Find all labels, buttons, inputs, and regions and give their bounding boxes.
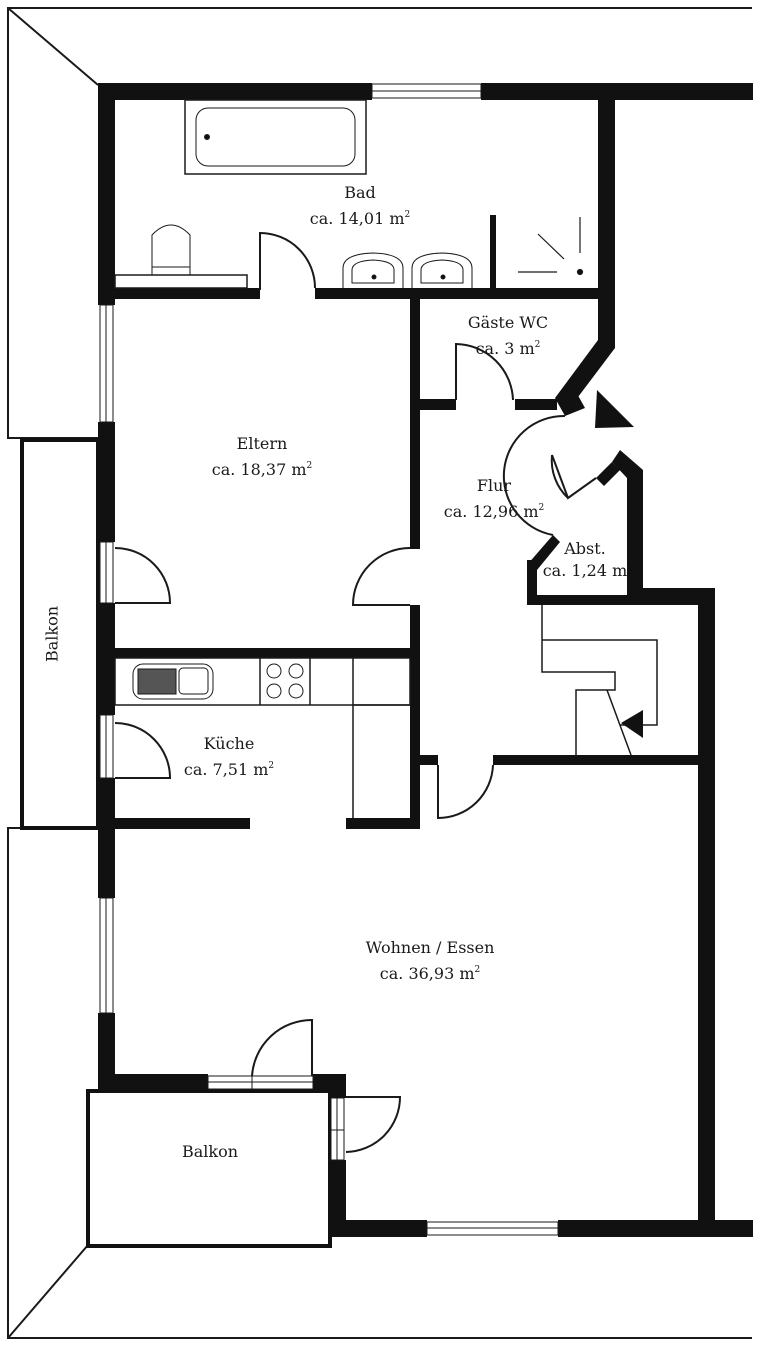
room-label-gaeste-wc: Gäste WC ca. 3 m2 (467, 313, 549, 358)
kitchen-counter (114, 657, 411, 818)
shower (518, 217, 584, 276)
room-label-flur: Flur ca. 12,96 m2 (443, 476, 545, 521)
room-label-bad: Bad ca. 14,01 m2 (309, 183, 411, 228)
bathtub (184, 99, 367, 175)
windows (99, 83, 559, 1236)
room-label-balkon-bottom: Balkon (181, 1142, 239, 1161)
room-label-kueche: Küche ca. 7,51 m2 (183, 734, 275, 779)
double-sink (342, 252, 473, 288)
room-label-eltern: Eltern ca. 18,37 m2 (211, 434, 313, 479)
toilet (151, 224, 191, 275)
diagonal-walls (527, 340, 643, 570)
bath-counter (114, 274, 248, 289)
stairs-arrow-icon (621, 710, 643, 738)
room-label-balkon-side: Balkon (42, 605, 62, 663)
bottom-balcony (86, 1089, 332, 1248)
doors (114, 231, 597, 1153)
room-label-abst: Abst. ca. 1,24 m (542, 539, 628, 580)
stove (266, 663, 304, 699)
kitchen-sink (132, 663, 214, 700)
entrance-arrow-icon (595, 390, 634, 428)
walls (98, 83, 753, 1237)
room-label-wohnen-essen: Wohnen / Essen ca. 36,93 m2 (365, 938, 495, 983)
